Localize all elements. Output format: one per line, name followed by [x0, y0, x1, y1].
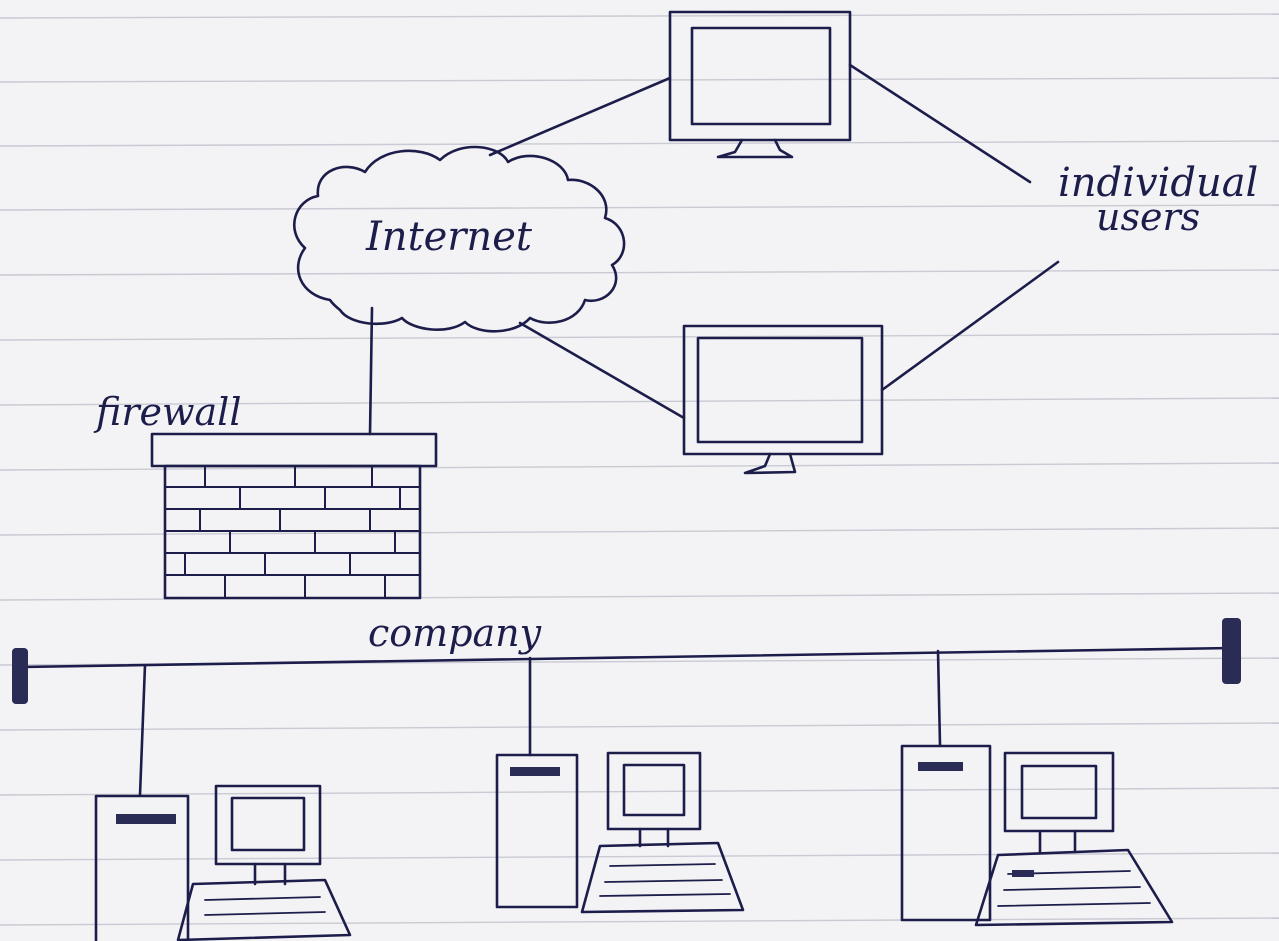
individual-users-label-line2: users — [1096, 195, 1200, 239]
user-monitor-top — [670, 12, 850, 157]
firewall-label: firewall — [93, 390, 242, 434]
bus-drop-3 — [938, 651, 940, 745]
internet-label: Internet — [365, 214, 533, 260]
bus-drop-1 — [140, 665, 145, 795]
firewall-wall — [152, 434, 436, 598]
link-monitor-bottom-to-label — [882, 262, 1058, 390]
bus-terminator-right — [1222, 618, 1241, 684]
company-bus-line — [22, 648, 1232, 667]
link-monitor-top-to-label — [850, 65, 1030, 182]
user-monitor-bottom — [684, 326, 882, 473]
bus-terminator-left — [12, 648, 28, 704]
ruled-lines — [0, 14, 1279, 925]
workstation-2 — [497, 753, 743, 912]
workstation-3 — [902, 746, 1172, 925]
keyboard-key-3 — [1012, 870, 1034, 877]
drive-slot-3 — [918, 762, 963, 771]
workstation-1 — [96, 786, 350, 941]
link-internet-to-firewall — [370, 308, 372, 434]
drive-slot-1 — [116, 814, 176, 824]
company-label: company — [368, 611, 542, 655]
drive-slot-2 — [510, 767, 560, 776]
